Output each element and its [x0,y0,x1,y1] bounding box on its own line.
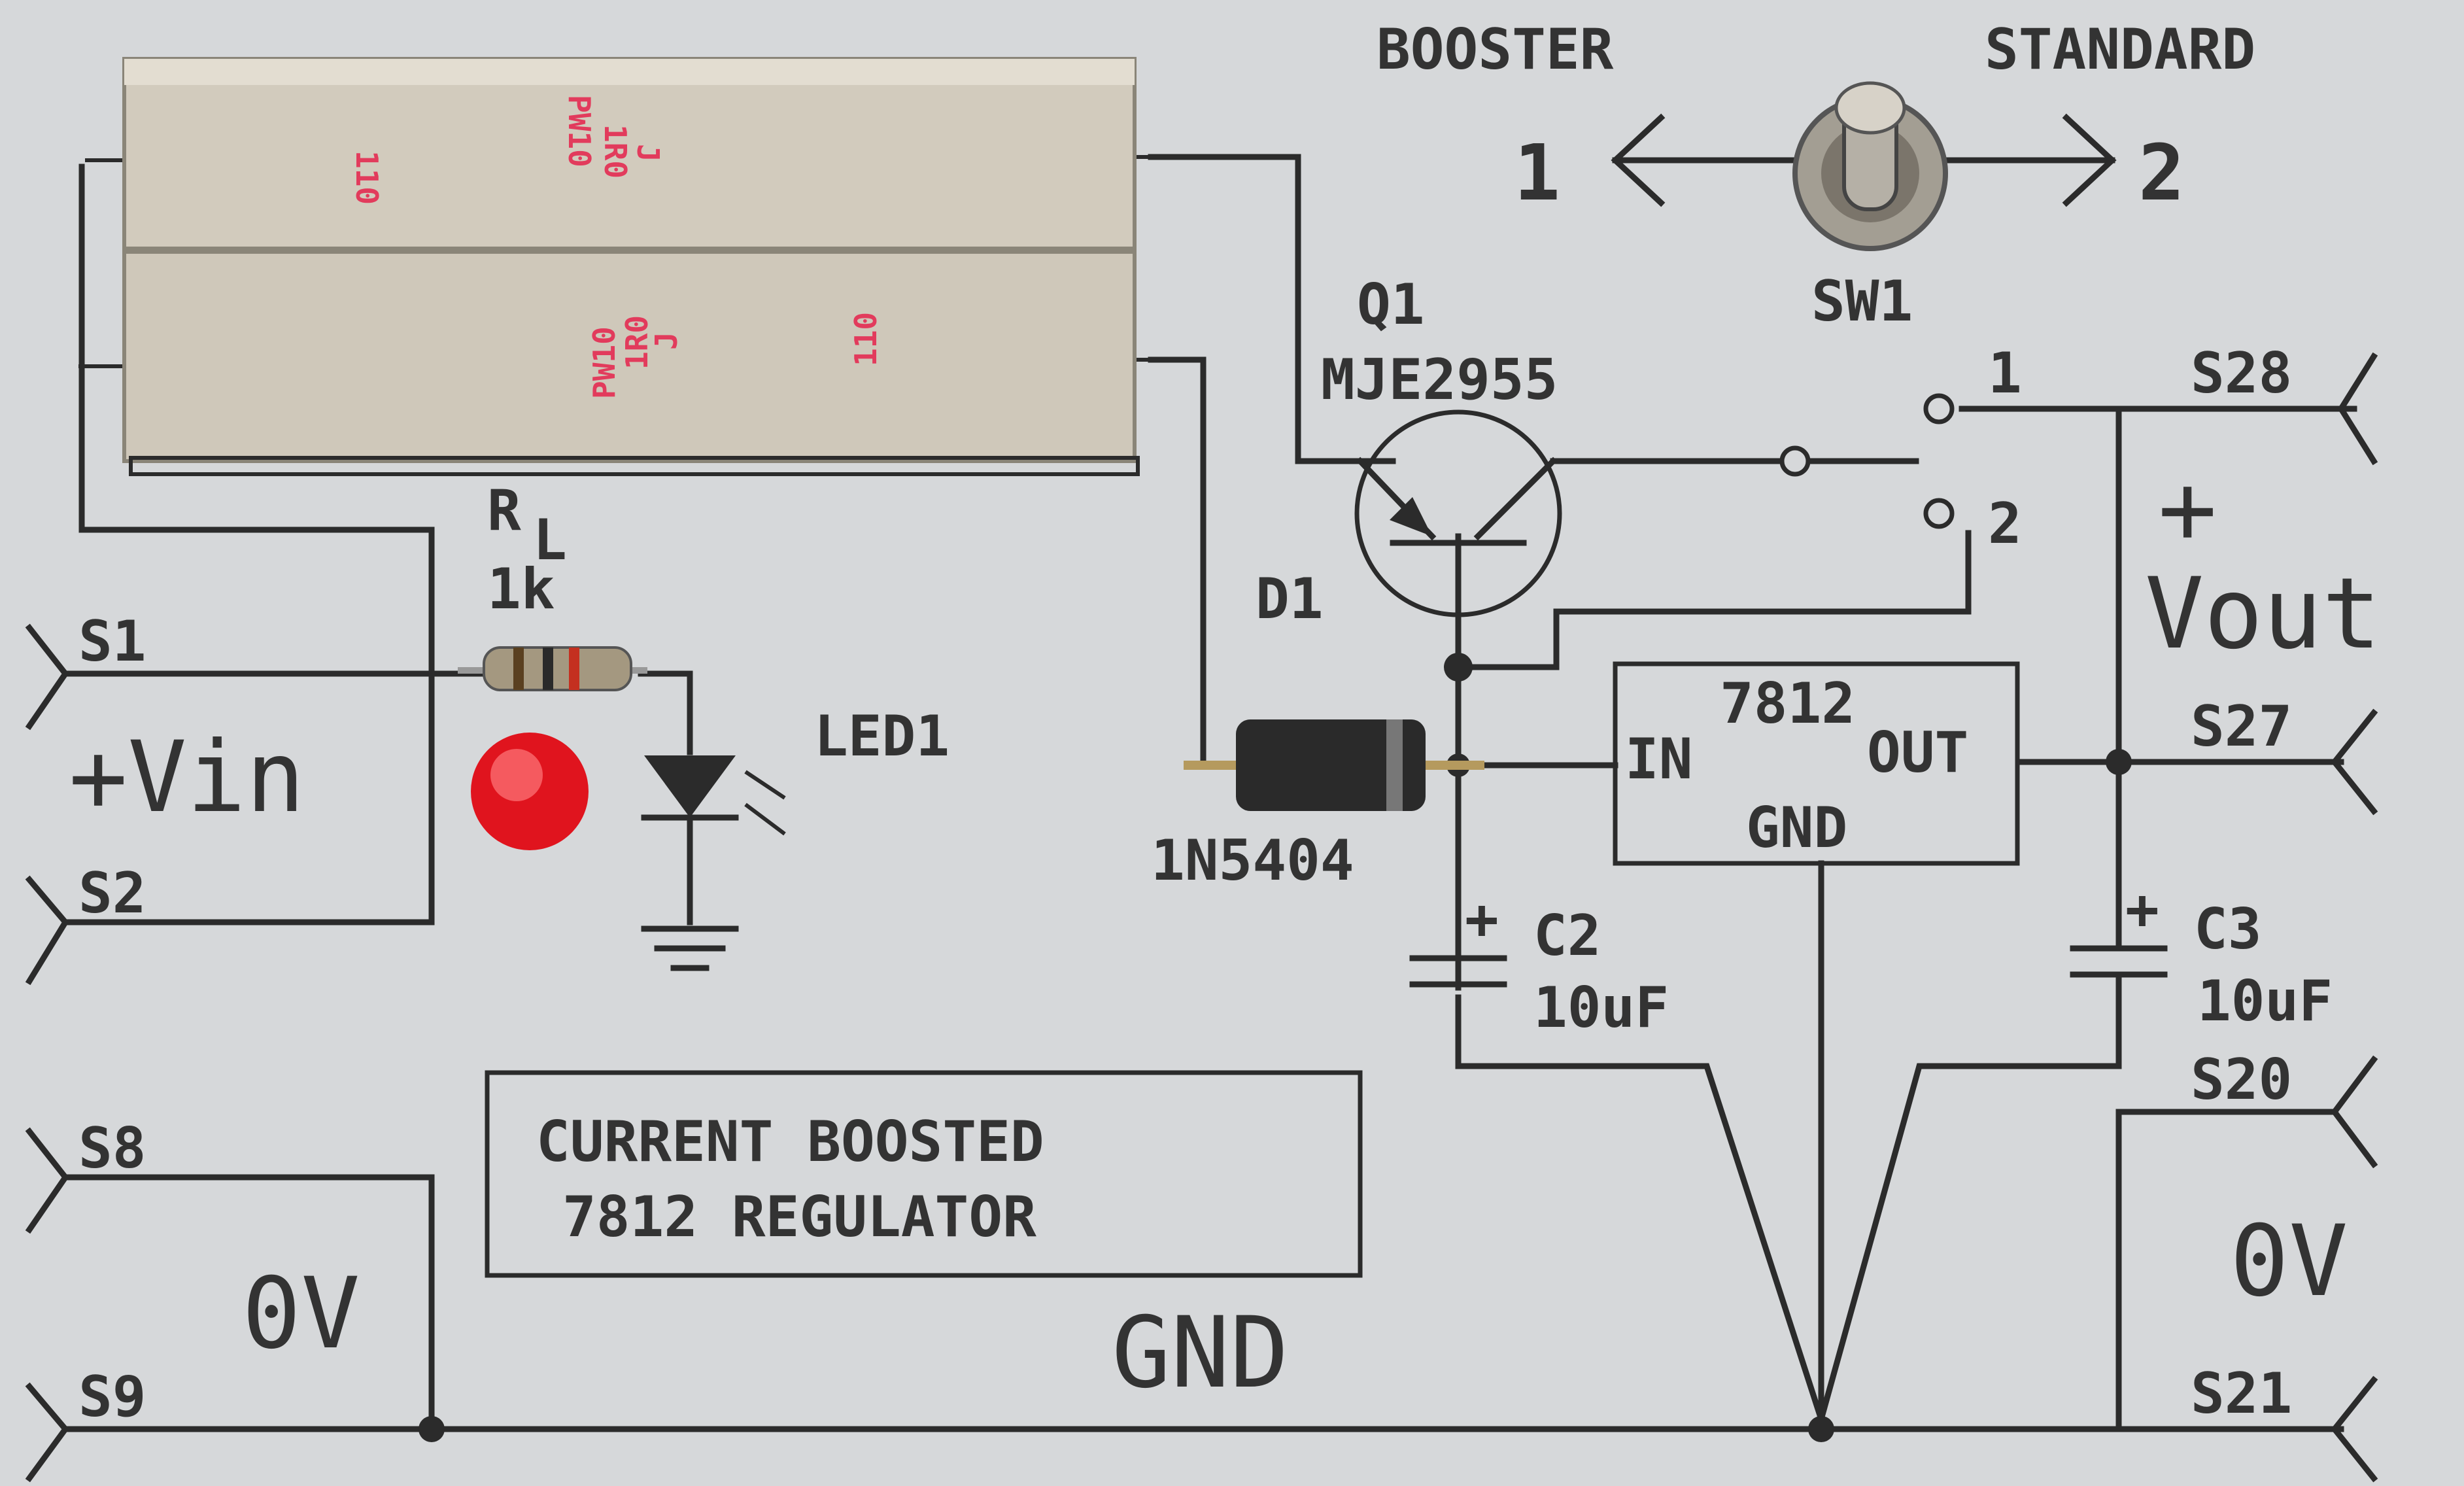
transistor-q1: Q1 MJE2955 [1321,272,1562,617]
diode-d1: D1 1N5404 [1151,566,1484,893]
gnd-label: GND [1112,1296,1289,1410]
regulator-part: 7812 [1720,671,1855,736]
resistor-value-text: 1R0 [619,315,655,370]
vout-label: Vout [2145,557,2381,671]
position-2-label: 2 [2138,128,2185,218]
junctions [419,653,2132,1442]
toggle-switch[interactable] [1792,81,1948,251]
capacitor-c2: + C2 10uF [1409,887,1669,1041]
c3-ref: C3 [2194,897,2262,962]
resistor-tolerance-text: J [630,144,666,162]
c2-ref: C2 [1533,903,1601,969]
vin-label: +Vin [69,721,305,835]
q1-ref: Q1 [1357,272,1425,337]
regulator-gnd: GND [1746,795,1847,861]
regulator-in: IN [1625,727,1693,792]
resistor-rl: R L 1k [458,478,647,691]
title-box: CURRENT BOOSTED 7812 REGULATOR [485,1070,1363,1278]
terminal-s1: S1 [78,609,146,674]
rl-ref: R [487,478,521,544]
q1-part: MJE2955 [1321,347,1558,413]
terminal-s27: S27 [2191,694,2292,759]
d1-part: 1N5404 [1151,828,1354,893]
resistor-logo-text: PW10 [587,326,622,399]
zero-v-left: 0V [242,1257,360,1371]
resistor-number-text: 110 [349,150,385,205]
led-indicator [471,733,589,850]
title-line-1: CURRENT BOOSTED [536,1109,1044,1175]
c2-plus: + [1465,887,1499,952]
position-1-label: 1 [1514,128,1560,218]
resistor-value-text: 1R0 [598,124,633,179]
power-resistor-bottom: PW10 1R0 J 110 [78,250,1177,463]
resistor-logo-text: PW10 [562,95,597,167]
c3-plus: + [2125,877,2159,942]
c3-value: 10uF [2197,969,2333,1034]
vout-plus: + [2158,453,2217,566]
standard-label: STANDARD [1985,17,2255,82]
d1-ref: D1 [1256,566,1324,632]
terminal-s28: S28 [2191,341,2292,406]
title-line-2: 7812 REGULATOR [562,1184,1036,1250]
contact-2-label: 2 [1988,491,2022,557]
contact-1-label: 1 [1988,341,2022,406]
terminal-forks [25,352,2378,1483]
terminal-s2: S2 [78,861,146,926]
regulator-out: OUT [1867,720,1968,786]
c2-value: 10uF [1533,975,1669,1041]
terminal-s9: S9 [78,1364,146,1430]
capacitor-c3: + C3 10uF [2070,877,2333,1034]
terminal-s21: S21 [2191,1361,2292,1426]
regulator-7812: 7812 IN OUT GND [1613,661,2020,866]
led-ref: LED1 [814,704,950,769]
rl-sub: L [533,508,567,573]
power-resistor-top: PW10 1R0 J 110 [85,57,1177,251]
terminal-labels: S1 S2 S8 S9 S28 S27 S20 S21 [78,341,2292,1430]
terminal-s20: S20 [2191,1047,2292,1113]
switch-panel: BOOSTER STANDARD 1 2 SW1 [1377,17,2255,334]
resistor-tolerance-text: J [649,332,684,350]
terminal-s8: S8 [78,1116,146,1181]
switch-contacts: 1 2 [1779,341,2022,557]
booster-label: BOOSTER [1377,17,1614,82]
resistor-number-text: 110 [848,312,883,366]
rl-value: 1k [487,557,555,622]
sw1-label: SW1 [1811,269,1913,334]
led-symbol: LED1 [641,704,950,971]
zero-v-right: 0V [2230,1205,2348,1319]
